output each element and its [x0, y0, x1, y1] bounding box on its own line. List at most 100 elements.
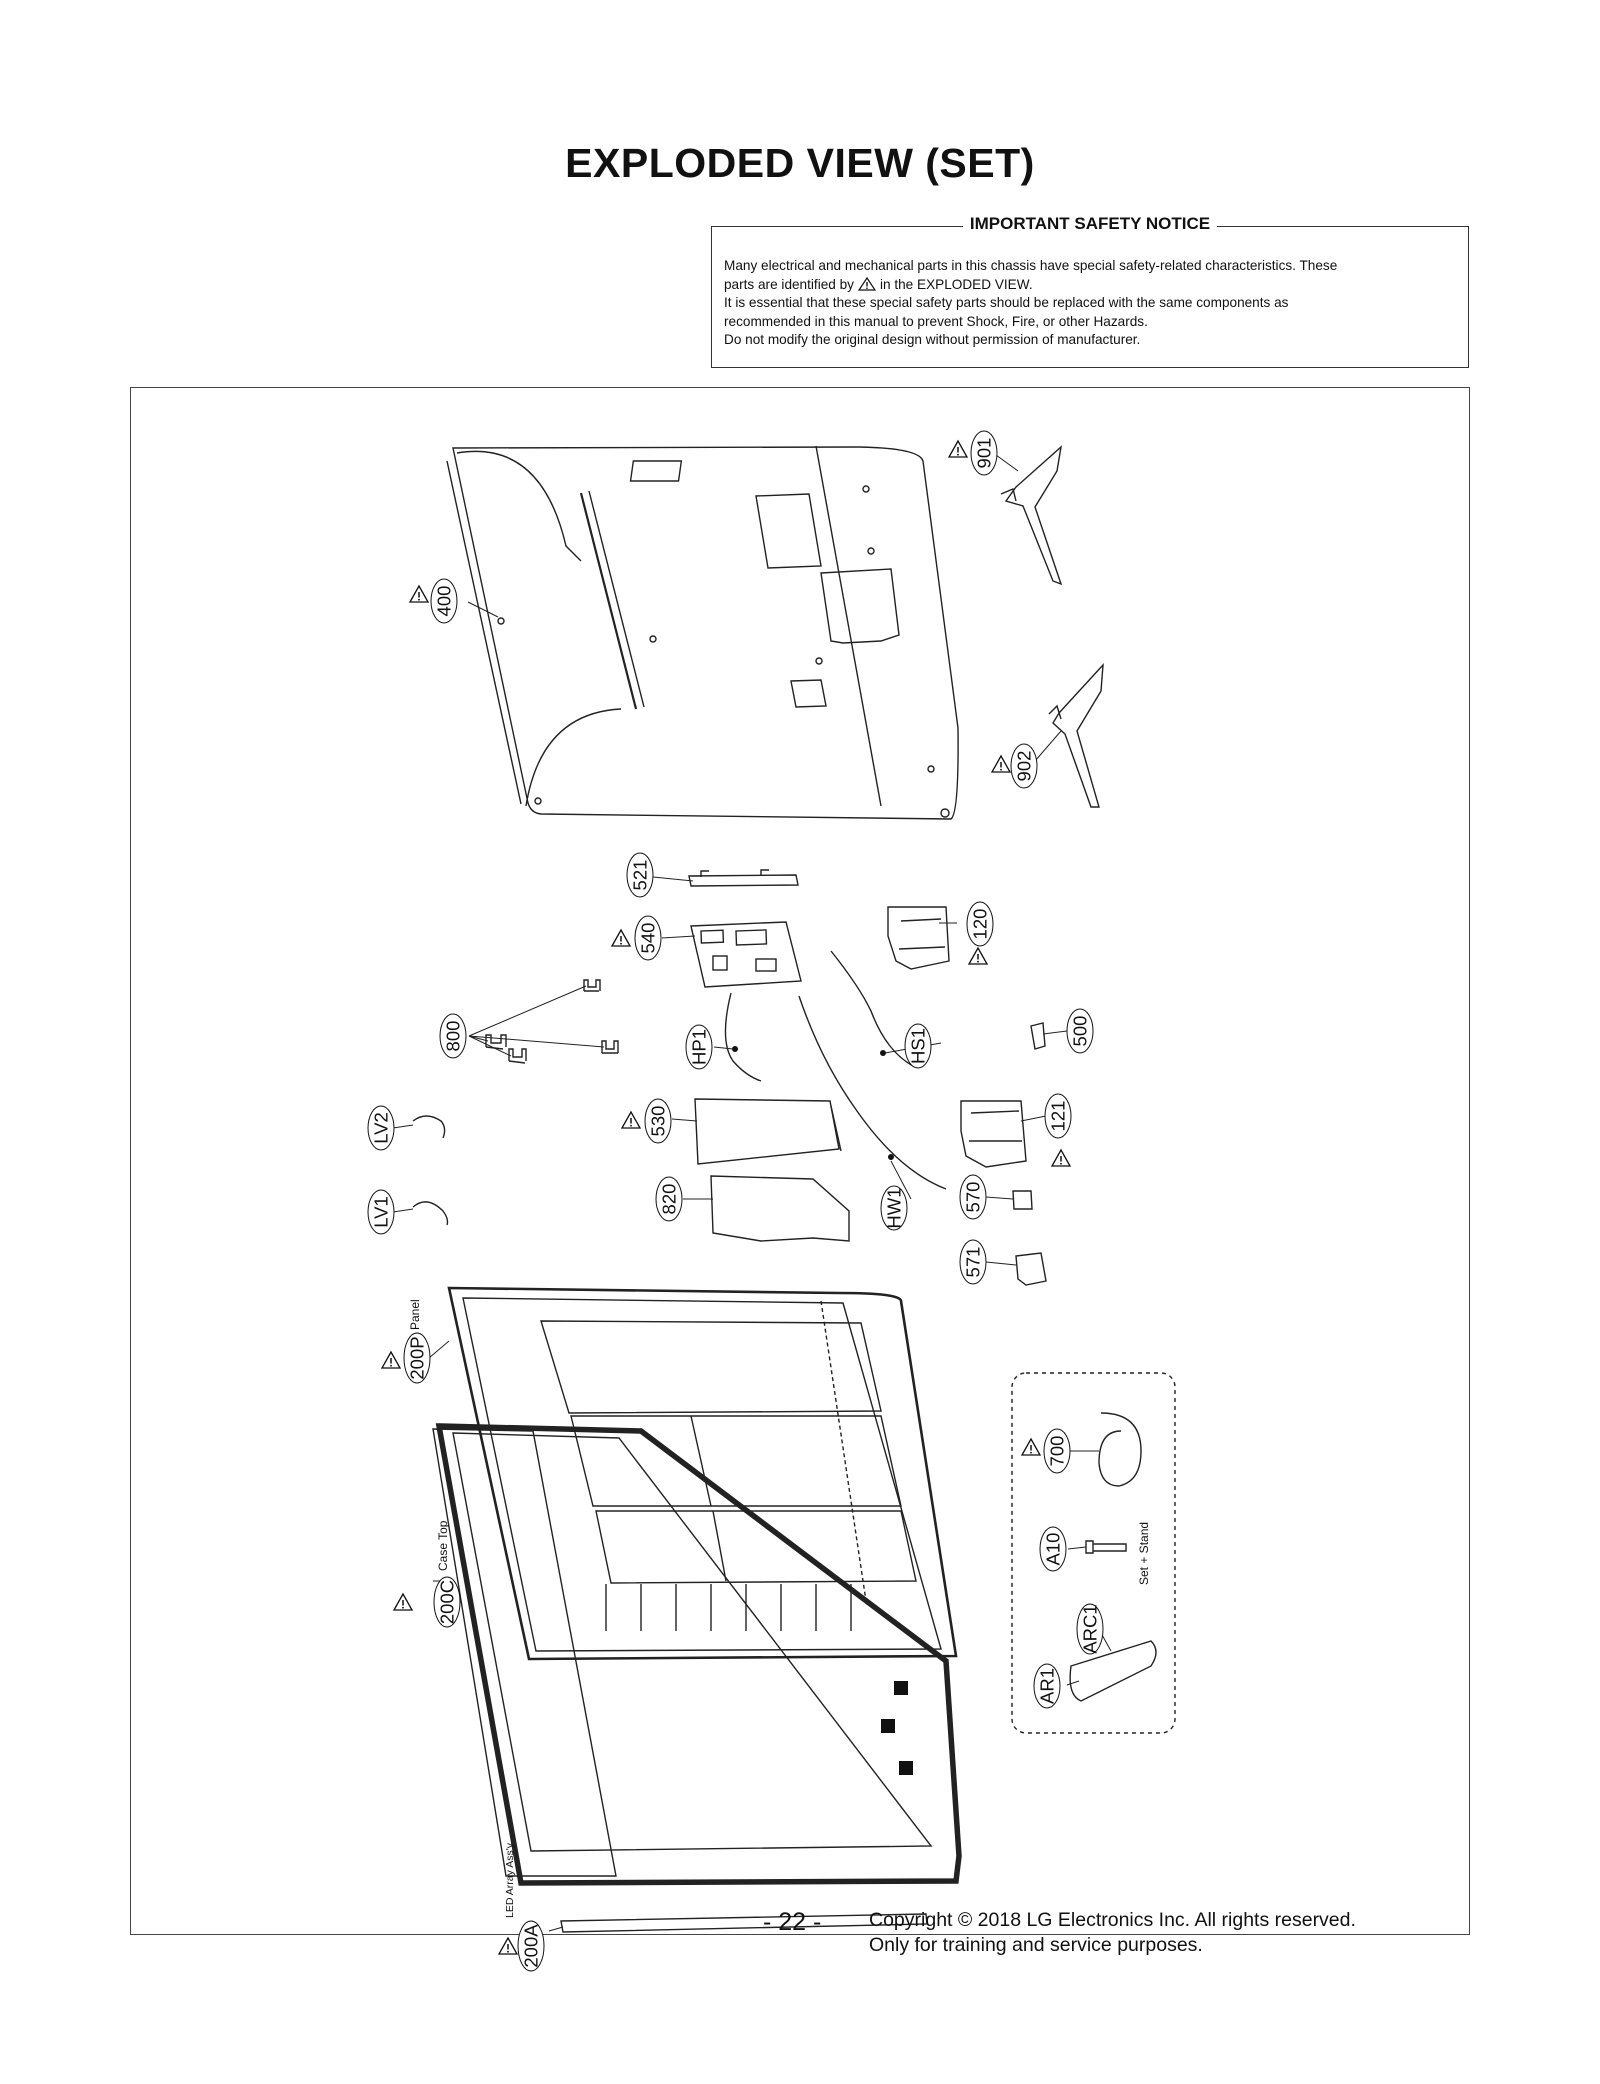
svg-text:A10: A10 [1043, 1533, 1064, 1566]
cable-hw1-drawing [798, 995, 947, 1190]
copyright-line: Copyright © 2018 LG Electronics Inc. All… [869, 1909, 1356, 1931]
warning-triangle-icon [991, 755, 1011, 773]
svg-text:570: 570 [963, 1182, 984, 1213]
svg-text:HW1: HW1 [884, 1187, 905, 1228]
part-bubble-901: 901 [970, 430, 998, 476]
back-cover-drawing [446, 445, 959, 820]
svg-text:500: 500 [1070, 1016, 1091, 1047]
warning-triangle-icon [409, 585, 429, 603]
part-bubble-530: 530 [644, 1098, 672, 1144]
warning-triangle-icon [381, 1351, 401, 1369]
warning-triangle-icon [621, 1111, 641, 1129]
svg-text:700: 700 [1047, 1436, 1068, 1467]
part-bubble-800: 800 [439, 1013, 467, 1059]
page-title: EXPLODED VIEW (SET) [565, 140, 1035, 186]
part-bubble-120: 120 [966, 901, 994, 947]
insulator-820-drawing [710, 1175, 850, 1242]
svg-text:530: 530 [648, 1106, 669, 1137]
page-number: - 22 - [763, 1908, 822, 1936]
part-bubble-ar1: AR1 [1033, 1663, 1061, 1709]
part-571-drawing [1015, 1252, 1047, 1286]
part-bubble-571: 571 [959, 1239, 987, 1285]
part-bubble-hs1: HS1 [904, 1023, 932, 1069]
panel-module-drawing [447, 1286, 958, 1661]
power-board-drawing [694, 1098, 842, 1165]
warning-triangle-icon [1021, 1438, 1041, 1456]
part-bubble-121: 121 [1044, 1093, 1072, 1139]
warning-triangle-icon [968, 947, 988, 965]
accessory-box [1011, 1372, 1176, 1734]
main-board-drawing [690, 921, 802, 988]
part-bubble-200c: 200C [433, 1576, 461, 1628]
cable-700-drawing [1098, 1412, 1142, 1487]
svg-text:LV2: LV2 [371, 1112, 392, 1144]
svg-text:120: 120 [970, 909, 991, 940]
cable-lv2-drawing [412, 1115, 446, 1139]
safety-notice-heading: IMPORTANT SAFETY NOTICE [712, 214, 1468, 234]
speaker-120-drawing [887, 906, 950, 970]
led-bar-drawing [560, 1913, 928, 1933]
svg-text:LV1: LV1 [371, 1196, 392, 1228]
part-bubble-lv1: LV1 [367, 1189, 395, 1235]
remote-ar1-drawing [1069, 1640, 1157, 1702]
part-570-drawing [1012, 1190, 1033, 1210]
cable-lv1-drawing [412, 1201, 449, 1226]
svg-text:800: 800 [443, 1021, 464, 1052]
notice-line: It is essential that these special safet… [724, 295, 1289, 310]
panel-label: Panel [408, 1299, 422, 1330]
part-bubble-a10: A10 [1039, 1526, 1067, 1572]
cable-hp1-drawing [724, 992, 762, 1082]
warning-triangle-icon [948, 440, 968, 458]
part-bubble-lv2: LV2 [367, 1105, 395, 1151]
copyright-notice: Copyright © 2018 LG Electronics Inc. All… [869, 1908, 1356, 1958]
stand-901-drawing [1000, 445, 1063, 586]
svg-text:HP1: HP1 [689, 1029, 710, 1065]
part-bubble-570: 570 [959, 1174, 987, 1220]
led-array-label: LED Array Ass'y [504, 1842, 516, 1918]
exploded-view-drawing: 901 902 400 521 540 120 800 HP1 HS1 500 … [130, 387, 1470, 1972]
cable-hs1-drawing [830, 950, 914, 1067]
svg-text:901: 901 [974, 438, 995, 469]
part-bubble-540: 540 [634, 915, 662, 961]
svg-text:AR1: AR1 [1037, 1668, 1058, 1704]
part-bubble-arc1: ARC1 [1076, 1603, 1104, 1655]
svg-text:200P: 200P [407, 1336, 428, 1379]
svg-text:902: 902 [1014, 751, 1035, 782]
notice-line: Many electrical and mechanical parts in … [724, 258, 1338, 273]
part-bubble-902: 902 [1010, 743, 1038, 789]
warning-triangle-icon [1051, 1149, 1071, 1167]
part-bubble-820: 820 [655, 1176, 683, 1222]
svg-text:571: 571 [963, 1247, 984, 1278]
svg-text:521: 521 [630, 860, 651, 891]
screw-a10-drawing [1085, 1540, 1127, 1554]
warning-triangle-icon [611, 929, 631, 947]
part-bubble-400: 400 [430, 578, 458, 624]
warning-triangle-icon [393, 1593, 413, 1611]
case-top-label: Case Top [436, 1520, 450, 1571]
notice-line: Do not modify the original design withou… [724, 332, 1141, 347]
svg-text:121: 121 [1048, 1101, 1069, 1132]
set-stand-label: Set + Stand [1137, 1522, 1151, 1585]
part-bubble-700: 700 [1043, 1428, 1071, 1474]
copyright-line: Only for training and service purposes. [869, 1934, 1203, 1956]
stand-902-drawing [1048, 663, 1104, 808]
led-array-frame-drawing [435, 1423, 962, 1886]
part-bubble-500: 500 [1066, 1008, 1094, 1054]
part-bubble-hw1: HW1 [880, 1185, 908, 1231]
part-bubble-hp1: HP1 [685, 1024, 713, 1070]
warning-triangle-icon [857, 276, 877, 291]
svg-text:ARC1: ARC1 [1080, 1604, 1101, 1653]
part-bubble-200a: 200A [517, 1920, 545, 1972]
notice-line: recommended in this manual to prevent Sh… [724, 313, 1148, 329]
svg-text:820: 820 [659, 1184, 680, 1215]
svg-text:200A: 200A [521, 1924, 542, 1968]
part-bubble-521: 521 [626, 852, 654, 898]
diffuser-sheet-drawing [452, 1432, 933, 1852]
part-bubble-200p: 200P [403, 1332, 431, 1384]
case-top-frame-drawing [432, 1428, 617, 1877]
safety-notice-text: Many electrical and mechanical parts in … [724, 257, 1456, 350]
clips-800-drawing [485, 979, 619, 1064]
safety-notice-box: IMPORTANT SAFETY NOTICE Many electrical … [711, 214, 1469, 368]
svg-text:200C: 200C [437, 1580, 458, 1624]
